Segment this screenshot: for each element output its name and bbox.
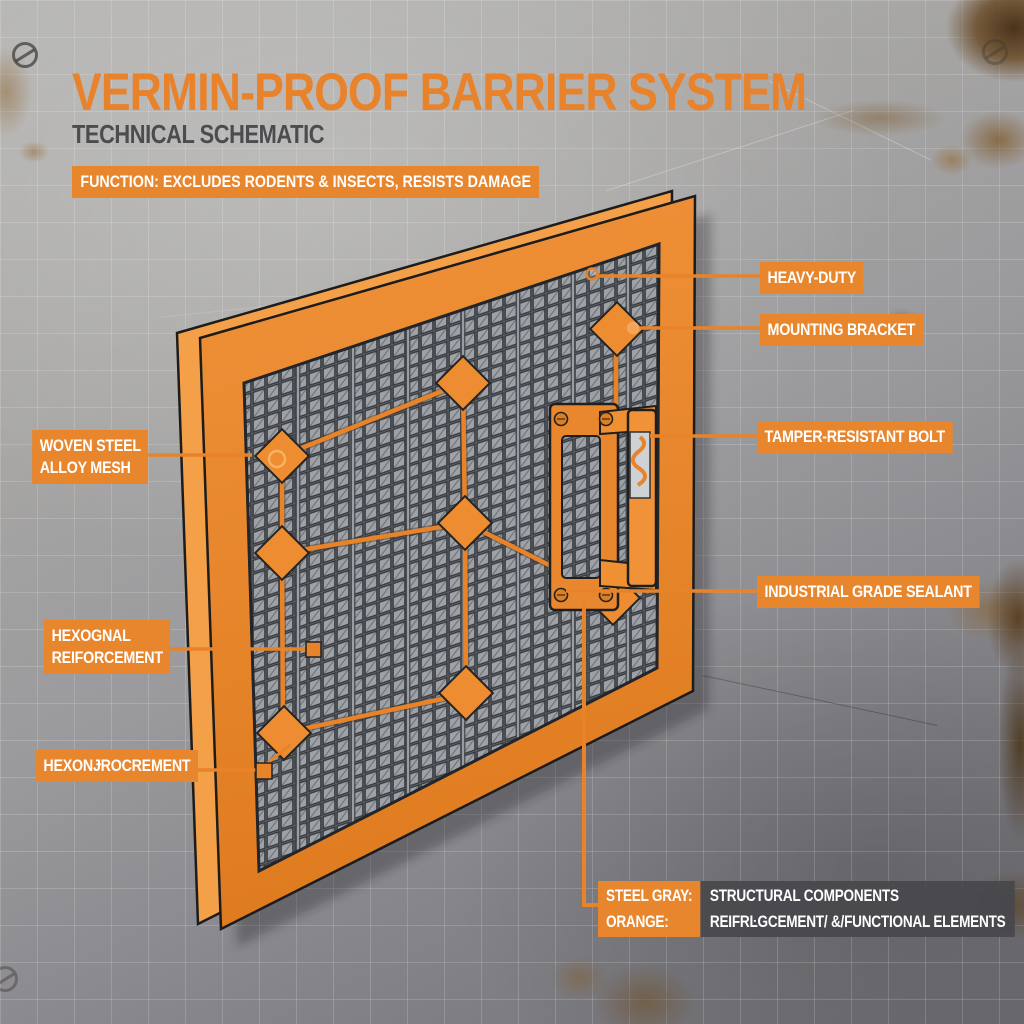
leader-legend [582,602,599,907]
screw-icon [982,39,1008,65]
page-title: VERMIN-PROOF BARRIER SYSTEM [72,63,807,122]
tamper-bolt-spring [631,435,647,487]
legend-key-steel-gray: STEEL GRAY: [606,886,693,905]
callout-mounting-bracket: MOUNTING BRACKET [760,314,923,347]
callout-line: HEXOGNAL [51,626,131,645]
callout-hexognal: HEXOGNAL REIFORCEMENT [43,620,170,675]
bracket-slot [561,435,601,579]
square-node-icon [305,641,322,658]
legend-keys: STEEL GRAY: ORANGE: [598,881,701,937]
leader-lines [148,274,760,907]
screw-icon [12,42,38,68]
screw-slots [557,418,610,596]
legend-value-structural: STRUCTURAL COMPONENTS [709,886,899,905]
callout-tamper-bolt: TAMPER-RESISTANT BOLT [757,421,953,454]
ring-node-icon [626,321,640,335]
spiral-node-icon [267,449,287,469]
callout-line: ALLOY MESH [39,458,131,478]
screw-icon [0,966,18,992]
mounting-bracket-assembly [548,402,658,612]
diamond-nodes [253,300,646,762]
square-node-icon [255,762,273,780]
function-banner: FUNCTION: EXCLUDES RODENTS & INSECTS, RE… [72,166,540,198]
callout-line: REIFORCEMENT [51,648,163,668]
callout-line: WOVEN STEEL [39,436,141,455]
legend: STEEL GRAY: ORANGE: STRUCTURAL COMPONENT… [598,881,1016,937]
legend-key-orange: ORANGE: [606,912,669,931]
callout-woven-mesh: WOVEN STEEL ALLOY MESH [31,430,148,485]
frame-inner-edge [242,241,661,874]
ring-node-icon [585,267,599,281]
callout-heavy-duty: HEAVY-DUTY [760,262,864,295]
legend-values: STRUCTURAL COMPONENTS REIFRĿGCEMENT/ &/F… [700,881,1016,937]
legend-value-functional: REIFRĿGCEMENT/ &/FUNCTIONAL ELEMENTS [709,912,1006,931]
page-subtitle: TECHNICAL SCHEMATIC [72,119,325,149]
callout-sealant: INDUSTRIAL GRADE SEALANT [757,576,980,609]
callout-hexonj: HEXONɈROCREMENT [35,750,198,783]
